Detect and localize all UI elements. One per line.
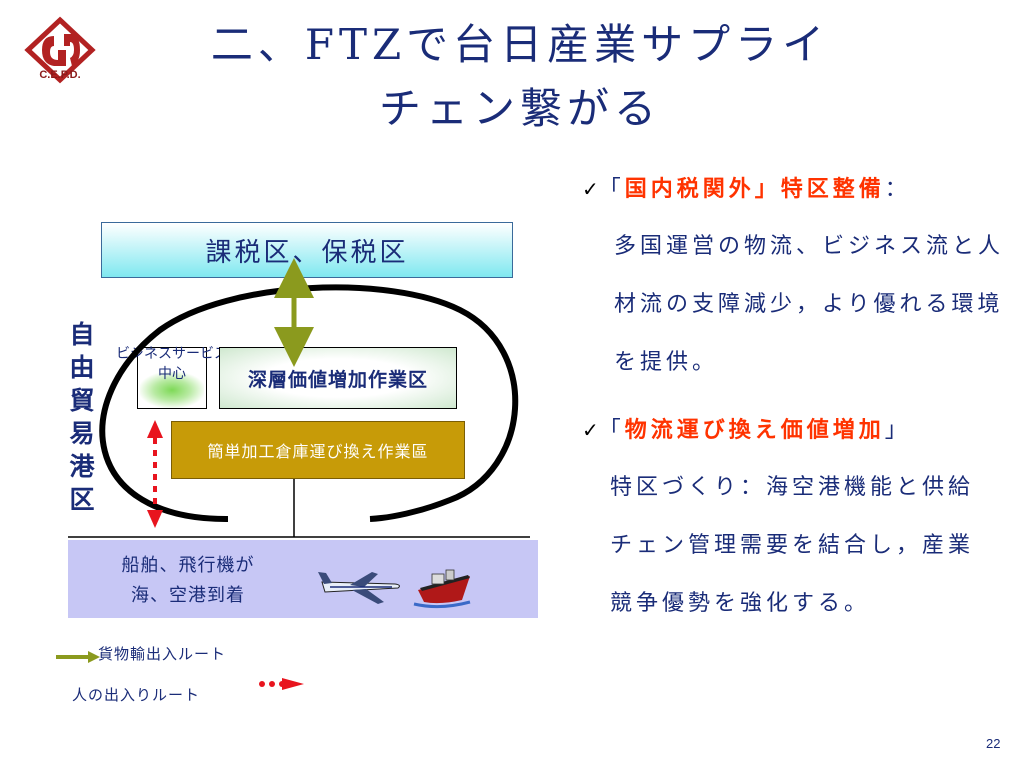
legend-cargo-arrow-head xyxy=(88,651,100,663)
bullet-2-heading: ✓「物流運び換え価値増加」 xyxy=(582,401,911,460)
deep-value-add-box: 深層価値増加作業区 xyxy=(219,347,457,409)
page-number: 22 xyxy=(986,736,1001,751)
deep-value-add-label: 深層価値増加作業区 xyxy=(247,368,428,391)
bullet-1-body: 多国運営の物流、ビジネス流と人材流の支障減少，より優れる環境を提供。 xyxy=(614,234,1005,375)
arrival-label-line2: 海、空港到着 xyxy=(131,585,245,606)
bullet-2-highlight: 物流運び換え価値増加 xyxy=(624,417,885,443)
free-trade-port-zone-label: 自由貿易港区 xyxy=(69,320,95,514)
business-service-glow xyxy=(140,372,204,408)
people-route-arrow-head-top xyxy=(147,420,163,438)
logo-text: C.E.P.D. xyxy=(39,69,81,81)
ship-icon xyxy=(413,569,471,609)
bullet-1-close: ： xyxy=(884,177,911,202)
airplane-icon xyxy=(318,572,400,604)
ftz-boundary-ellipse xyxy=(99,284,519,523)
cepd-logo-icon xyxy=(24,16,96,84)
arrival-label: 船舶、飛行機が 海、空港到着 xyxy=(88,551,288,611)
slide-title-line1: 二、FTZで台日産業サプライ xyxy=(210,20,830,69)
legend-people-arrow xyxy=(259,678,304,690)
people-route-arrow-head-bottom xyxy=(147,510,163,528)
bullet-1-highlight: 国内税関外」特区整備 xyxy=(624,176,885,202)
bullet-2-close: 」 xyxy=(884,418,911,443)
slide-title-line2: チェン繋がる xyxy=(378,84,661,133)
checkmark-icon: ✓ xyxy=(582,177,599,201)
bullet-1-heading: ✓「国内税関外」特区整備： xyxy=(582,160,911,219)
legend-cargo-label: 貨物輸出入ルート xyxy=(98,645,227,663)
legend-people-label: 人の出入りルート xyxy=(72,686,201,704)
bullet-2-open: 「 xyxy=(598,418,625,443)
simple-processing-label: 簡単加工倉庫運び換え作業區 xyxy=(207,442,429,461)
simple-processing-box: 簡単加工倉庫運び換え作業區 xyxy=(171,421,465,479)
arrival-label-line1: 船舶、飛行機が xyxy=(121,555,255,576)
business-service-label: ビジネスサービス中心 xyxy=(116,346,228,382)
bullet-2-body: 特区づくり：海空港機能と供給チェン管理需要を結合し，産業競争優勢を強化する。 xyxy=(610,475,975,616)
bullet-1-open: 「 xyxy=(598,177,625,202)
checkmark-icon: ✓ xyxy=(582,418,599,442)
